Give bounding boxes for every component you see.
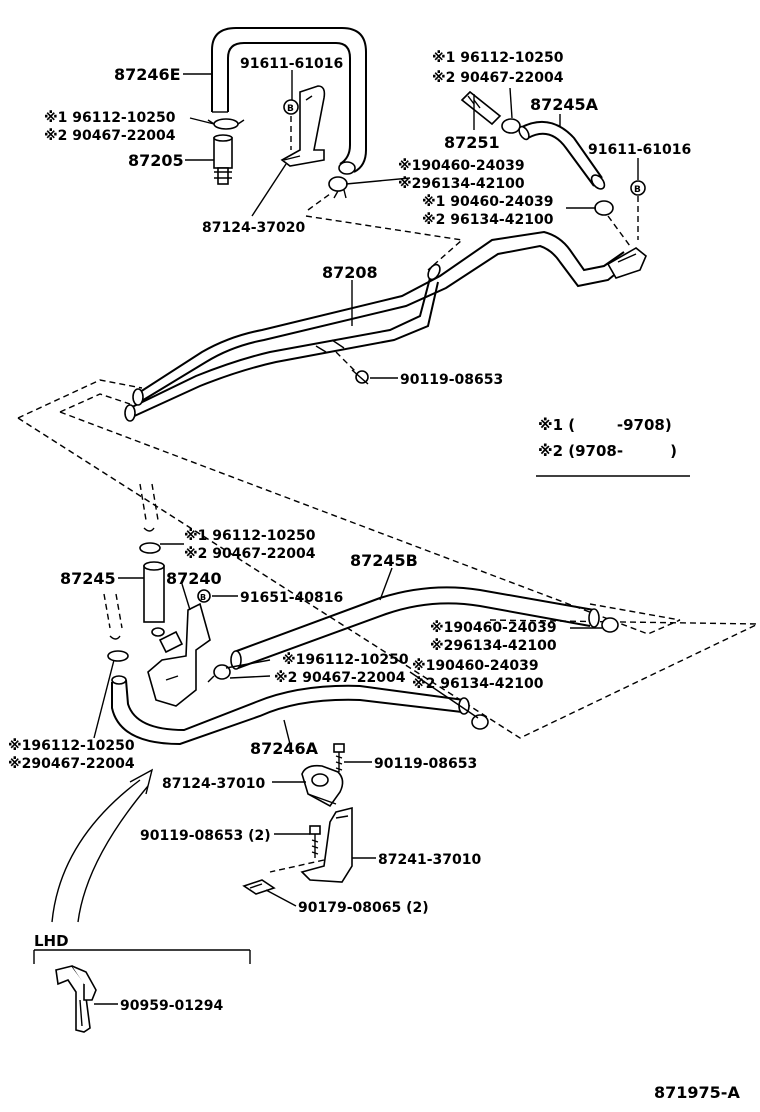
- label-clamp-mid-2: ※296134-42100: [398, 176, 525, 192]
- hose-87245A: [518, 121, 606, 190]
- label-clamp-center-1: ※196112-10250: [282, 652, 409, 668]
- label-90179: 90179-08065 (2): [298, 900, 429, 916]
- leader-lines: [93, 70, 690, 1005]
- label-87251: 87251: [444, 133, 500, 152]
- lhd-box: [33, 949, 251, 964]
- label-87124-37010: 87124-37010: [162, 776, 265, 792]
- svg-text:B: B: [287, 104, 294, 114]
- label-clamp-tl-1: ※1 96112-10250: [44, 110, 176, 126]
- mounting-frame-dashed: [17, 379, 759, 739]
- label-87205: 87205: [128, 151, 184, 170]
- svg-text:B: B: [634, 185, 641, 195]
- svg-text:B: B: [200, 593, 206, 602]
- legend-2: ※2 (9708- ): [538, 442, 677, 460]
- label-90119-qty2: 90119-08653 (2): [140, 828, 271, 844]
- label-clamp-r2-2: ※296134-42100: [430, 638, 557, 654]
- bracket-87124-37010: [301, 764, 344, 808]
- arrow-lhd: [51, 768, 154, 923]
- bracket-87124-37020: B: [280, 85, 326, 167]
- label-clamp-lm-2: ※2 90467-22004: [184, 546, 316, 562]
- label-87246E: 87246E: [114, 65, 181, 84]
- clamp-center: [207, 664, 231, 683]
- label-91611-top: 91611-61016: [240, 56, 343, 72]
- label-87124-37020: 87124-37020: [202, 220, 305, 236]
- clamp-mid-top: [328, 176, 348, 199]
- label-clamp-bl-2: ※290467-22004: [8, 756, 135, 772]
- fitting-87251: [460, 90, 521, 134]
- label-clamp-bl-1: ※196112-10250: [8, 738, 135, 754]
- bracket-87240: B: [147, 589, 211, 707]
- label-clamp-r3-2: ※2 96134-42100: [412, 676, 544, 692]
- hose-stub-upper: [139, 483, 161, 554]
- label-91611-right: 91611-61016: [588, 142, 691, 158]
- label-lhd: LHD: [34, 932, 69, 950]
- fitting-87205: [207, 118, 245, 185]
- label-87241: 87241-37010: [378, 852, 481, 868]
- bolt-90119-bottom: [333, 743, 345, 772]
- hose-87245: [103, 561, 165, 662]
- label-clamp-tr-2: ※2 90467-22004: [432, 70, 564, 86]
- label-clamp-lm-1: ※1 96112-10250: [184, 528, 316, 544]
- label-clamp-tl-2: ※2 90467-22004: [44, 128, 176, 144]
- leader-top-clamp: [307, 193, 331, 211]
- label-87246A: 87246A: [250, 739, 319, 758]
- hose-87245B: [230, 586, 619, 670]
- bracket-87241: [269, 806, 353, 883]
- legend-1: ※1 ( -9708): [538, 416, 672, 434]
- diagram-id: 871975-A: [654, 1083, 740, 1102]
- pipe-87208: [124, 230, 647, 422]
- clip-90959: [55, 965, 97, 1033]
- clamp-right-top: B: [594, 180, 646, 247]
- label-clamp-right-2: ※2 96134-42100: [422, 212, 554, 228]
- label-90119-bottom: 90119-08653: [374, 756, 477, 772]
- label-87240: 87240: [166, 569, 222, 588]
- label-clamp-right-1: ※1 90460-24039: [422, 194, 553, 210]
- bolt-90119-qty2: [309, 825, 321, 858]
- label-clamp-center-2: ※2 90467-22004: [274, 670, 406, 686]
- label-clamp-mid-1: ※190460-24039: [398, 158, 525, 174]
- label-90119-top: 90119-08653: [400, 372, 503, 388]
- hose-87246E: [211, 27, 367, 175]
- label-87245A: 87245A: [530, 95, 599, 114]
- part-labels: 87246E 91611-61016 ※1 96112-10250 ※2 904…: [8, 50, 740, 1102]
- label-87208: 87208: [322, 263, 378, 282]
- label-90959: 90959-01294: [120, 998, 223, 1014]
- label-87245B: 87245B: [350, 551, 418, 570]
- label-clamp-tr-1: ※1 96112-10250: [432, 50, 564, 66]
- bolt-90119-top: [335, 351, 369, 385]
- label-clamp-r3-1: ※190460-24039: [412, 658, 539, 674]
- label-91651: 91651-40816: [240, 590, 343, 606]
- label-clamp-r2-1: ※190460-24039: [430, 620, 557, 636]
- label-87245: 87245: [60, 569, 116, 588]
- leader-87124: [305, 215, 464, 271]
